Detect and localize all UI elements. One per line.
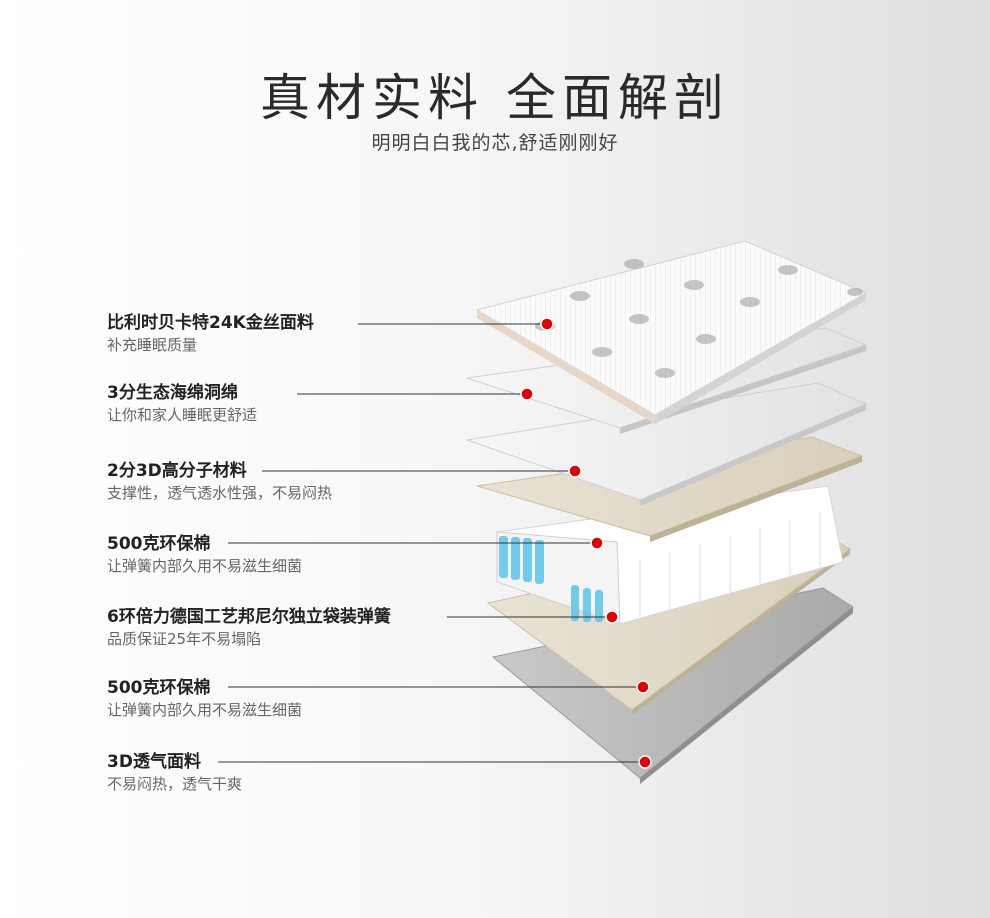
layer-top-fabric — [475, 240, 868, 424]
layer-label: 500克环保棉 让弹簧内部久用不易滋生细菌 — [107, 533, 302, 577]
page-title: 真材实料 全面解剖 — [260, 69, 730, 127]
marker-dot — [568, 464, 582, 478]
layer-desc: 支撑性，透气透水性强，不易闷热 — [107, 484, 333, 502]
marker-dot — [520, 387, 534, 401]
marker-dot — [605, 610, 619, 624]
layer-desc: 补充睡眠质量 — [107, 336, 198, 354]
layer-name: 3分生态海绵洞绵 — [107, 383, 238, 403]
layer-desc: 让弹簧内部久用不易滋生细菌 — [107, 557, 303, 575]
layer-label: 3分生态海绵洞绵 让你和家人睡眠更舒适 — [107, 382, 257, 426]
layer-name: 500克环保棉 — [107, 534, 211, 554]
layer-name: 500克环保棉 — [107, 678, 211, 698]
layer-name: 2分3D高分子材料 — [107, 461, 247, 481]
marker-dot — [638, 755, 652, 769]
layer-label: 6环倍力德国工艺邦尼尔独立袋装弹簧 品质保证25年不易塌陷 — [107, 606, 391, 650]
layer-desc: 不易闷热，透气干爽 — [107, 775, 243, 793]
layer-name: 6环倍力德国工艺邦尼尔独立袋装弹簧 — [107, 607, 391, 627]
layer-pocket-springs — [495, 485, 844, 625]
layer-label: 比利时贝卡特24K金丝面料 补充睡眠质量 — [107, 312, 314, 356]
marker-dot — [540, 317, 554, 331]
layer-label: 2分3D高分子材料 支撑性，透气透水性强，不易闷热 — [107, 460, 332, 504]
layer-name: 3D透气面料 — [107, 752, 201, 772]
leader-lines — [218, 323, 645, 763]
layer-desc: 让你和家人睡眠更舒适 — [107, 406, 258, 424]
layer-name: 比利时贝卡特24K金丝面料 — [107, 313, 314, 333]
layer-desc: 品质保证25年不易塌陷 — [107, 630, 262, 648]
marker-dot — [636, 680, 650, 694]
marker-dot — [590, 536, 604, 550]
layer-label: 3D透气面料 不易闷热，透气干爽 — [107, 751, 242, 795]
layer-desc: 让弹簧内部久用不易滋生细菌 — [107, 701, 303, 719]
layer-label: 500克环保棉 让弹簧内部久用不易滋生细菌 — [107, 677, 302, 721]
page-subtitle: 明明白白我的芯,舒适刚刚好 — [371, 132, 619, 154]
